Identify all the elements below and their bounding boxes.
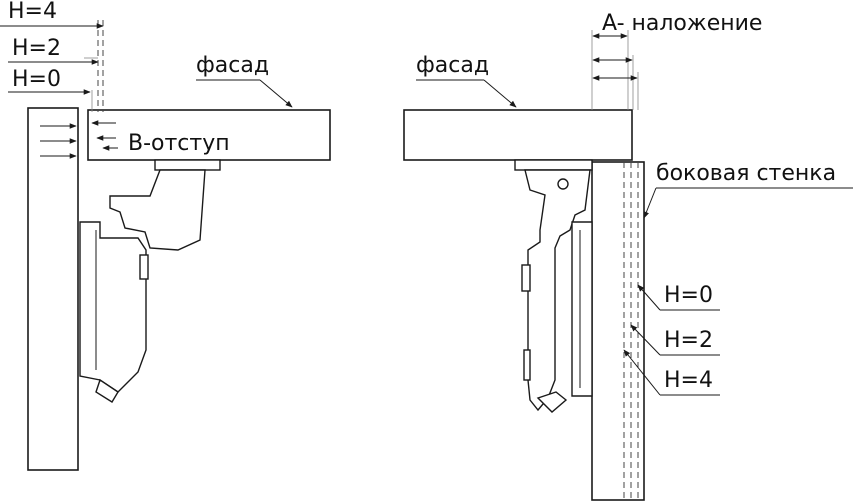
right-h4-label: H=4: [664, 368, 713, 393]
left-h2-label: H=2: [12, 36, 61, 61]
left-hinge: [79, 159, 221, 403]
right-h0-label: H=0: [664, 283, 713, 308]
right-facade-label: фасад: [416, 53, 489, 78]
right-h-leaders: [623, 284, 720, 396]
left-h-leaders: [0, 23, 104, 95]
right-overlay-reference-lines: [591, 30, 639, 110]
left-offset-label: B-отступ: [128, 131, 230, 156]
right-hinge: [514, 159, 593, 413]
left-facade: [87, 109, 331, 161]
left-view: H=4 H=2 H=0 фасад B-отступ: [0, 0, 331, 471]
left-facade-label: фасад: [196, 53, 269, 78]
left-side-wall: [27, 107, 79, 471]
right-side-wall-leader: [643, 187, 657, 219]
right-side-wall-label: боковая стенка: [656, 161, 836, 186]
right-h2-label: H=2: [664, 328, 713, 353]
right-facade-leader: [483, 79, 517, 108]
left-h-reference-lines: [84, 20, 104, 112]
right-h-dashed-lines: [623, 162, 639, 500]
right-facade: [403, 109, 633, 161]
right-overlay-arrows: [592, 33, 638, 81]
left-b-offset-arrows: [91, 120, 118, 151]
right-overlay-label: A- наложение: [602, 11, 762, 36]
left-wall-offset-arrows: [40, 123, 77, 159]
left-h0-label: H=0: [12, 67, 61, 92]
left-facade-leader: [259, 79, 293, 108]
right-view: A- наложение фасад боковая стенка H=0 H=…: [403, 11, 853, 501]
left-h4-label: H=4: [8, 0, 57, 24]
